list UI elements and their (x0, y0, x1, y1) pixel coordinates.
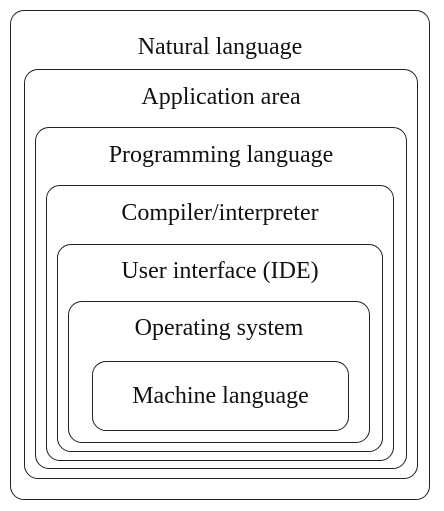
layer-label-user-interface: User interface (IDE) (121, 258, 319, 284)
layer-label-application-area: Application area (141, 84, 301, 110)
layer-label-natural-language: Natural language (137, 34, 303, 60)
layer-label-machine-language: Machine language (132, 383, 309, 409)
layer-label-compiler-interpreter: Compiler/interpreter (121, 200, 319, 226)
layer-label-programming-language: Programming language (108, 142, 334, 168)
layer-machine-language: Machine language (92, 361, 349, 431)
layer-label-operating-system: Operating system (134, 315, 304, 341)
